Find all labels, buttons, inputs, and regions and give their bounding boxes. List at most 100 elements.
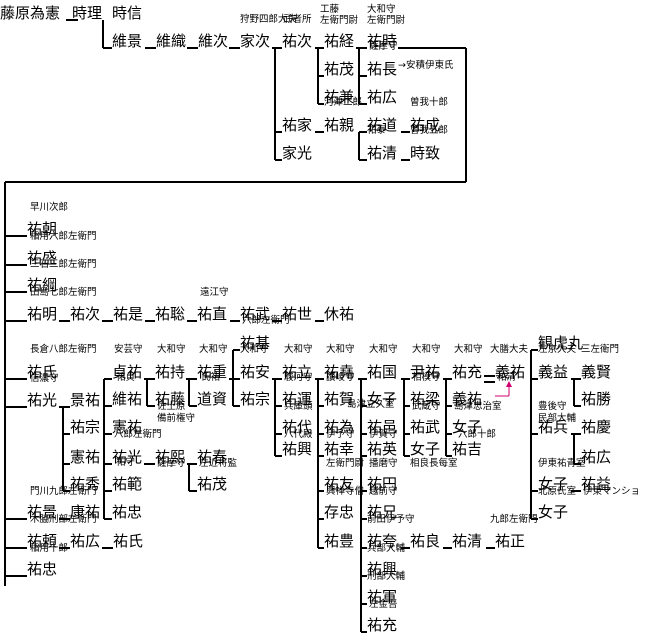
person-name: 祐吉 [452,440,482,458]
person-name: 祐国 [367,363,397,381]
person-name: 祐盛 [27,249,57,267]
person-name: 尹祐 [410,363,440,381]
title-annotation: 大和守 [369,343,398,355]
title-annotation: 伊賀守 [369,428,398,440]
title-annotation: 祐泰 [367,124,387,136]
person-name: 景祐 [70,391,100,409]
person-name: 祐茂 [324,60,354,78]
title-annotation: 伊予守 [326,428,355,440]
person-name: 家次 [240,32,270,50]
title-annotation: 兵庫頭 [284,400,313,412]
connector-lines [4,19,581,633]
person-name: 祐正 [495,532,525,550]
title-annotation: 越前守 [369,485,398,497]
person-name: 祐軍 [367,588,397,606]
title-annotation: 大和守 [199,343,228,355]
person-name: 祐長 [367,60,397,78]
person-name: 祐広 [367,88,397,106]
person-name: 祐充 [452,363,482,381]
person-name: 家光 [282,144,312,162]
title-annotation: 伊東マンショ [583,485,640,497]
person-name: 祐頼 [27,532,57,550]
person-name: 祐明 [27,305,57,323]
person-name: 祐清 [452,532,482,550]
title-annotation: 祐貞 [116,371,135,383]
person-name: 祐時 [367,32,397,50]
person-name: 祐宗 [240,390,270,408]
person-name: 祐興 [367,560,397,578]
person-name: 祐氏 [27,363,57,381]
title-annotation: 大膳大夫 [490,343,529,355]
person-name: 維祐 [112,390,142,408]
person-name: 祐為 [324,418,354,436]
adoption-arrowhead [506,381,512,387]
person-name: 祐親 [324,116,354,134]
title-annotation: 三石三郎左衛門 [30,258,97,270]
person-name: 時信 [112,4,142,22]
person-name: 存忠 [324,503,354,521]
person-name: 祐基 [240,334,270,352]
person-name: 祐光 [27,391,57,409]
title-annotation: 田島七郎左衛門 [30,286,97,298]
person-name: 祐梁 [410,390,440,408]
title-annotation: 八代殿 [284,429,313,440]
person-name: 義祐 [452,390,482,408]
person-name: 祐藤 [155,390,185,408]
person-name: 女子 [452,418,482,436]
person-name: 祐豊 [324,532,354,550]
title-annotation: 左衛門尉 [367,14,406,26]
title-annotation: 前田伊予守 [367,513,415,525]
person-name: 憲祐 [70,448,100,466]
title-annotation: 備前権守 [157,412,195,424]
title-annotation: 伊東祐青室 [538,457,586,469]
title-annotation: 大和守 [157,343,186,355]
person-name: 祐重 [197,363,227,381]
title-annotation: 氏祐 [201,371,221,383]
person-name: 祐秀 [70,475,100,493]
person-name: 祐広 [581,448,611,466]
title-annotation: 佐土原 [157,400,186,412]
title-annotation: 河津二郎 [324,96,362,108]
title-annotation: 相模守 [412,371,441,383]
title-annotation: 武者所 [283,13,312,25]
title-annotation: 大和守 [367,3,396,15]
person-name: 女子 [410,440,440,458]
person-name: 時致 [410,144,440,162]
person-name: 祐道 [367,116,397,134]
person-name: 祐春 [197,448,227,466]
person-name: 祐光 [112,448,142,466]
title-annotation: 狩野四郎大夫 [240,13,298,25]
title-annotation: 駿河守 [284,371,313,383]
title-annotation: →安積伊東氏 [398,59,454,71]
title-annotation: 工藤 [320,3,340,15]
title-annotation: 豊後守 [538,400,567,412]
person-name: 祐兄 [367,503,397,521]
title-annotation: 讃岐守 [326,371,355,383]
title-annotation: 祐守 [116,456,135,468]
person-name: 祐綱 [27,276,57,294]
person-name: 祐安 [240,363,270,381]
title-annotation: 刑部大輔 [367,570,406,582]
person-name: 祐宗 [70,418,100,436]
title-annotation: 曽我五郎 [410,124,448,136]
person-name: 貞祐 [112,363,142,381]
person-name: 祐茂 [197,475,227,493]
person-name: 観虎丸 [538,334,583,352]
person-name: 維景 [112,32,142,50]
title-annotation: 曽我十郎 [410,96,448,108]
person-name: 祐友 [324,475,354,493]
title-annotation: 武蔵守 [412,400,441,412]
title-annotation: 遠江守 [200,286,229,298]
title-annotation: 薩摩守 [369,40,398,52]
person-name: 祐勝 [581,390,611,408]
title-annotation: 相良長每室 [410,457,458,469]
title-annotation: 左京大夫 [538,343,577,355]
title-annotation: 左近将監 [199,457,238,469]
person-name: 祐持 [155,363,185,381]
person-name: 義祐 [495,363,525,381]
title-annotation: 長倉八郎左衛門 [30,343,97,355]
person-name: 祐邑 [367,418,397,436]
person-name: 祐家 [282,116,312,134]
person-name: 祐次 [70,305,100,323]
title-annotation: 左衛門尉 [326,457,365,469]
